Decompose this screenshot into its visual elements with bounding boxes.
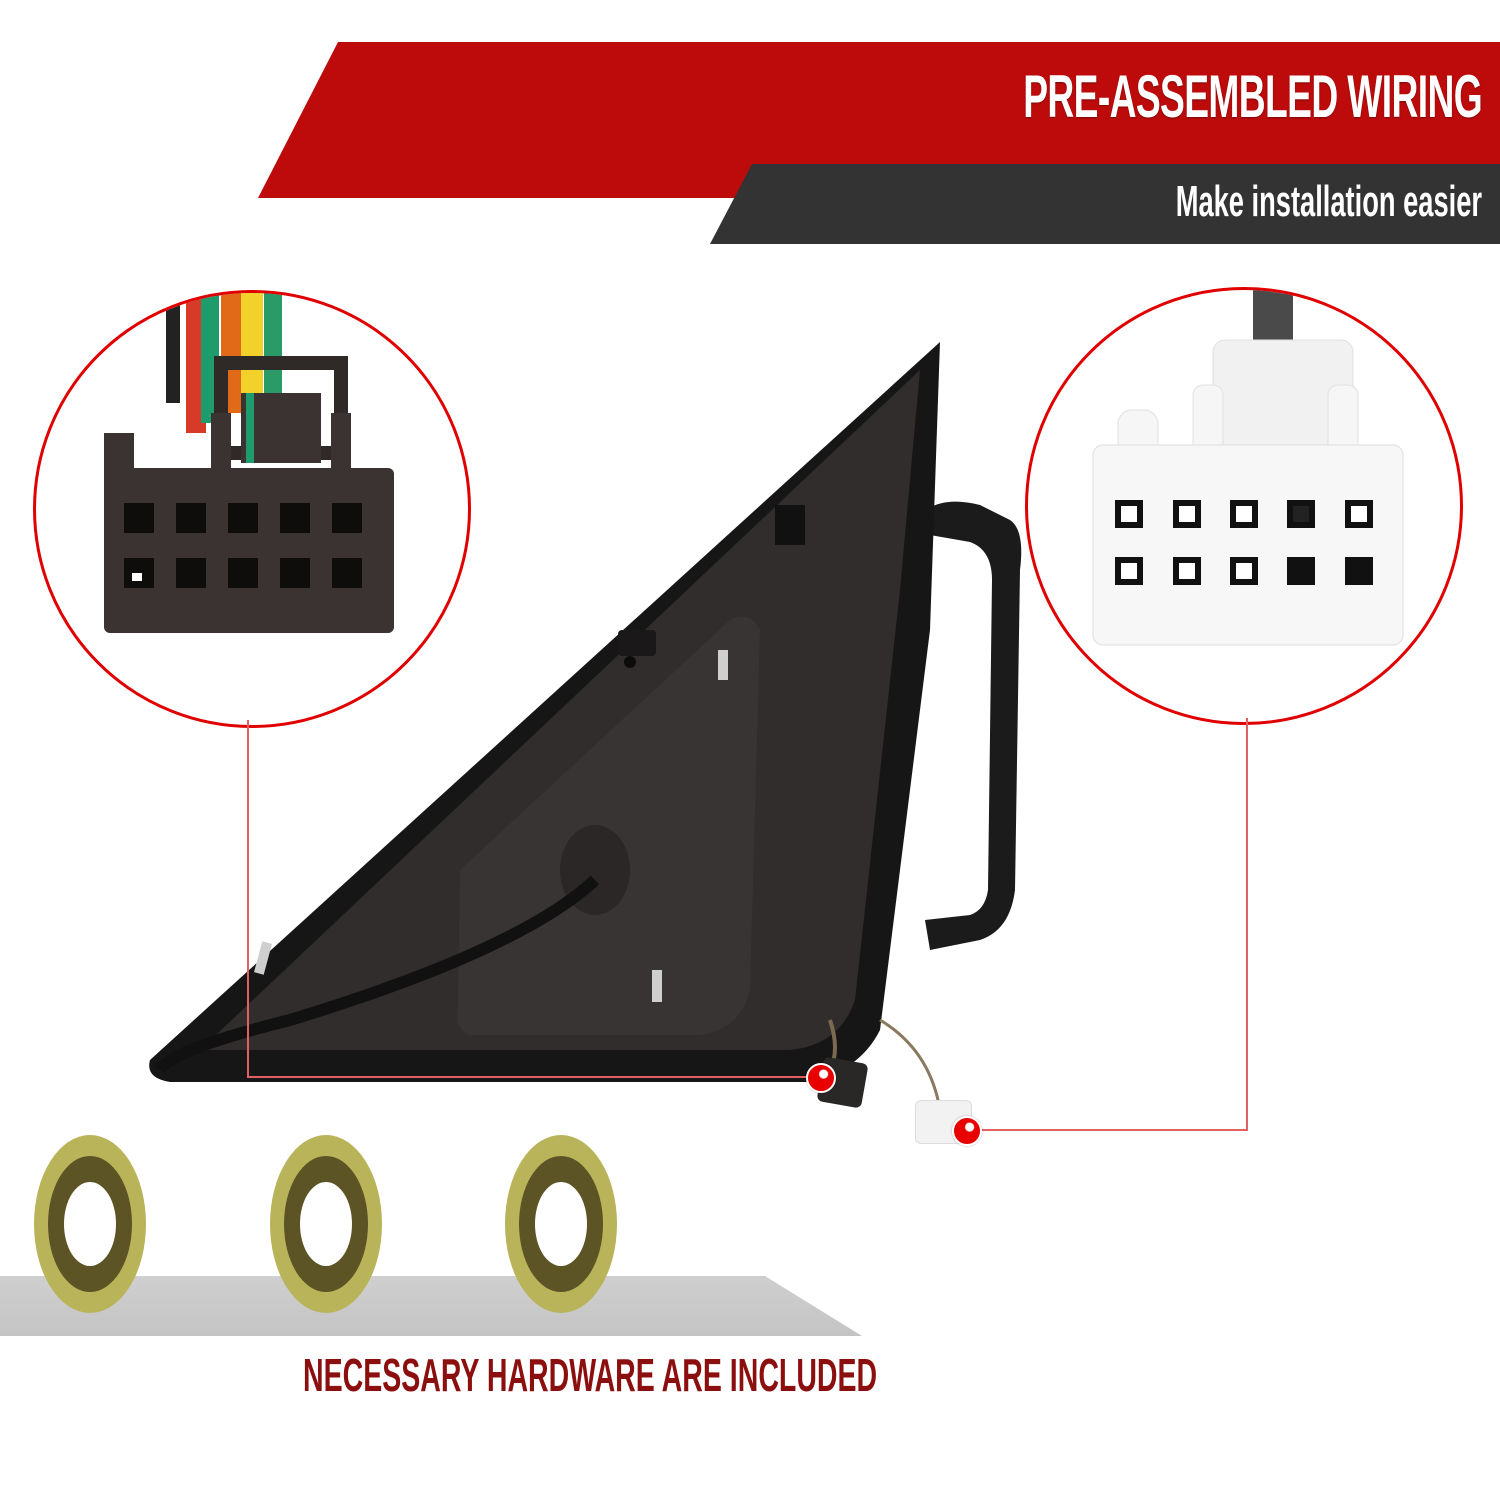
- callout-right-circle: [1025, 287, 1463, 725]
- headline-text: PRE-ASSEMBLED WIRING: [1023, 63, 1482, 130]
- nut-icon-1: [34, 1135, 146, 1313]
- nut-icon-3: [505, 1135, 617, 1313]
- hardware-caption: NECESSARY HARDWARE ARE INCLUDED: [303, 1349, 878, 1401]
- callout-line-left-vertical: [247, 720, 249, 1078]
- callout-left-circle: [33, 290, 471, 728]
- marker-dot-right: [952, 1116, 982, 1146]
- subline-text: Make installation easier: [1175, 177, 1482, 226]
- nut-icon-2: [270, 1135, 382, 1313]
- callout-line-left-horizontal: [247, 1076, 819, 1078]
- callout-line-right-vertical: [1246, 718, 1248, 1131]
- mirror-housing-image: [149, 342, 1022, 1111]
- callout-line-right-horizontal: [975, 1129, 1248, 1131]
- marker-dot-left: [806, 1063, 836, 1093]
- white-connector-icon: [1092, 290, 1404, 646]
- black-connector-icon: [104, 293, 394, 633]
- hardware-shelf: [0, 1276, 862, 1336]
- subline-banner: [710, 164, 1500, 244]
